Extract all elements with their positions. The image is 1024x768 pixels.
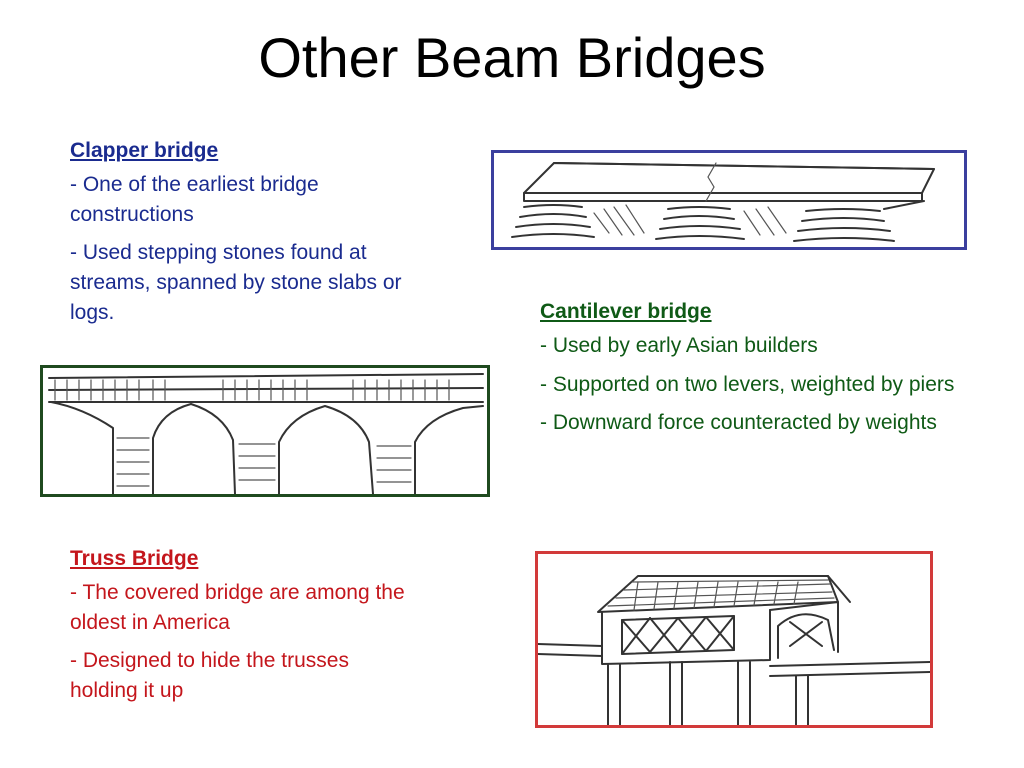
cantilever-bridge-illustration — [40, 365, 490, 497]
cantilever-point-1: - Used by early Asian builders — [540, 333, 818, 357]
clapper-point-1: - One of the earliest bridge constructio… — [70, 172, 319, 226]
clapper-bridge-illustration — [491, 150, 967, 250]
clapper-heading: Clapper bridge — [70, 139, 219, 162]
cantilever-point-2: - Supported on two levers, weighted by p… — [540, 372, 955, 396]
cantilever-heading: Cantilever bridge — [540, 300, 712, 323]
truss-heading: Truss Bridge — [70, 547, 199, 570]
cantilever-bridge-drawing — [48, 373, 484, 494]
truss-bridge-illustration — [535, 551, 933, 728]
clapper-section: Clapper bridge - One of the earliest bri… — [70, 136, 415, 337]
clapper-point-2: - Used stepping stones found at streams,… — [70, 241, 402, 325]
cantilever-section: Cantilever bridge - Used by early Asian … — [540, 297, 960, 447]
clapper-bridge-drawing — [511, 162, 935, 242]
truss-bridge-drawing — [538, 575, 930, 725]
cantilever-point-3: - Downward force counteracted by weights — [540, 411, 937, 435]
slide-title: Other Beam Bridges — [258, 26, 766, 89]
truss-point-1: - The covered bridge are among the oldes… — [70, 580, 405, 634]
truss-section: Truss Bridge - The covered bridge are am… — [70, 544, 420, 715]
truss-point-2: - Designed to hide the trusses holding i… — [70, 649, 349, 703]
